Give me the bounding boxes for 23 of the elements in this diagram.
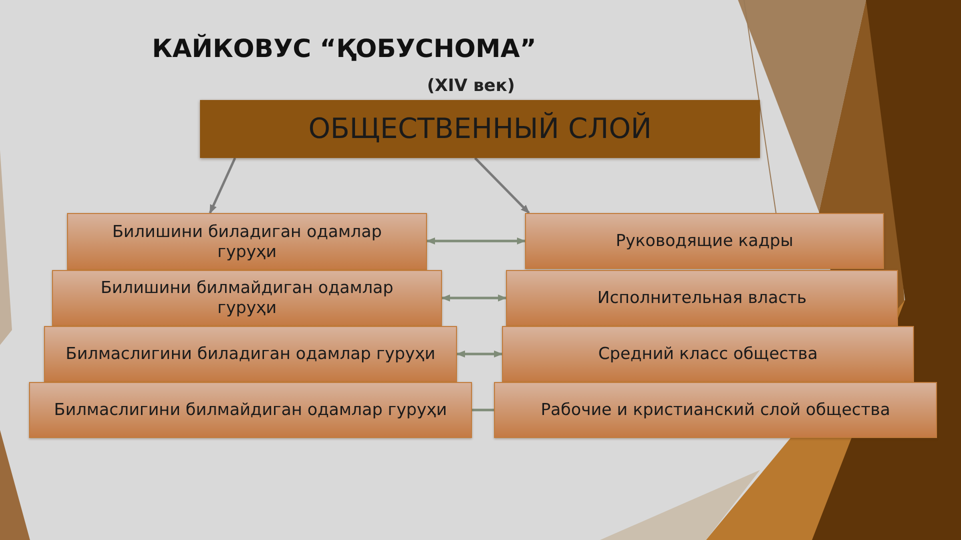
- box-title: ОБЩЕСТВЕННЫЙ СЛОЙ: [308, 114, 652, 144]
- diagram-title: КАЙКОВУС “ҚОБУСНОМА”: [152, 34, 536, 63]
- level-box: [29, 382, 472, 438]
- level-box: [52, 270, 442, 326]
- arrow: [441, 294, 507, 302]
- box-text: Билишини билмайдиган одамлар гуруҳи: [100, 278, 394, 318]
- arrow: [426, 237, 526, 245]
- subtitle-text: (XIV век): [427, 76, 515, 96]
- header-box: [200, 100, 760, 158]
- box-text: Билмаслигини биладиган одамлар гуруҳи: [66, 344, 436, 364]
- box-text: Средний класс общества: [598, 344, 818, 364]
- arrow: [208, 158, 236, 214]
- connector-line: [472, 408, 494, 412]
- arrow: [474, 157, 530, 214]
- box-text: Рабочие и кристианский слой общества: [540, 400, 890, 420]
- box-text: Билмаслигини билмайдиган одамлар гуруҳи: [54, 400, 447, 420]
- level-box: [494, 382, 937, 438]
- level-box: [44, 326, 457, 382]
- arrow: [456, 350, 503, 358]
- box-text: Руководящие кадры: [616, 231, 794, 251]
- box-text: Билишини биладиган одамлар гуруҳи: [111, 222, 383, 262]
- level-box: [67, 213, 427, 270]
- box-text: Исполнительная власть: [597, 288, 807, 308]
